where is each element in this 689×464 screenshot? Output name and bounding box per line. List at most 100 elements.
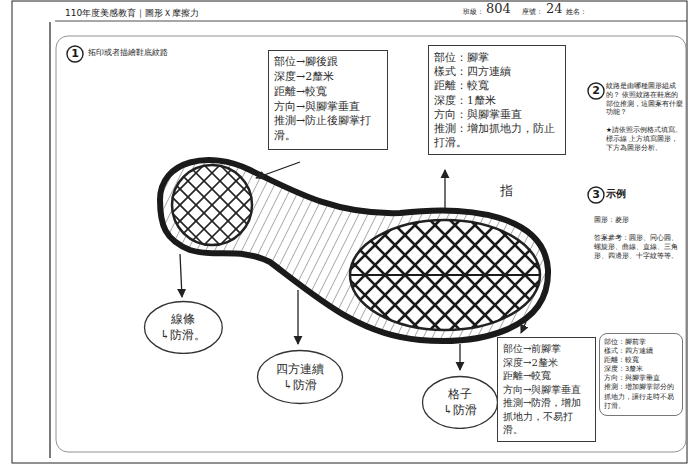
hatch-line bbox=[12, 150, 112, 350]
section-number: 2 bbox=[590, 83, 602, 99]
answer-line: 方向：與腳掌垂直 bbox=[604, 374, 678, 383]
answer-line: 深度→2釐米 bbox=[503, 356, 590, 370]
hatch-line bbox=[0, 150, 40, 350]
hatch-line bbox=[246, 150, 346, 350]
hatch-line bbox=[84, 150, 184, 350]
leader-line bbox=[459, 344, 460, 370]
pattern-line bbox=[590, 220, 689, 330]
leader-line bbox=[256, 162, 300, 178]
number-circle bbox=[588, 83, 604, 99]
margin-line bbox=[49, 22, 50, 458]
leader-line bbox=[521, 322, 526, 333]
answer-line: 方向→與腳掌垂直 bbox=[274, 100, 382, 115]
leader-line bbox=[444, 170, 445, 208]
forefoot-pad bbox=[350, 220, 540, 330]
sole-hatch bbox=[0, 150, 689, 350]
answer-box: 部位：腳掌樣式：四方連續距離：較寬深度：1釐米方向：與腳掌垂直推測：增加抓地力，… bbox=[428, 45, 566, 155]
hatch-line bbox=[0, 150, 31, 350]
leader-line bbox=[180, 254, 182, 297]
field-label: 座號： bbox=[522, 8, 543, 17]
forefoot-pattern bbox=[190, 220, 689, 330]
answer-line: 樣式：四方連續 bbox=[604, 347, 678, 356]
answer-line: 方向→與腳掌垂直 bbox=[503, 383, 590, 397]
hatch-line bbox=[165, 150, 265, 350]
hatch-line bbox=[75, 150, 175, 350]
answer-line: 推測：增加腳掌部分的抓地力，讓行走時不易打滑。 bbox=[604, 383, 678, 410]
answer-line: 部位：腳掌 bbox=[434, 50, 560, 64]
pattern-line bbox=[236, 165, 316, 245]
shape-circle: 四方連續↳防滑 bbox=[256, 349, 344, 405]
hatch-line bbox=[0, 150, 76, 350]
answer-line: 樣式：四方連續 bbox=[434, 64, 560, 78]
leader-line bbox=[297, 290, 298, 344]
number-circle bbox=[588, 187, 604, 203]
shape-circle: 線條↳防滑。 bbox=[143, 300, 224, 355]
hatch-line bbox=[30, 150, 130, 350]
instruction-text: ★請依照示例格式填寫。 標示線 上方填寫圖形， 下方為圖形分析。 bbox=[606, 126, 684, 152]
work-frame bbox=[56, 36, 686, 452]
pattern-line bbox=[172, 165, 252, 245]
pattern-line bbox=[108, 165, 188, 245]
example-box: 部位：腳前掌樣式：四方連續距離：較寬深度：3釐米方向：與腳掌垂直推測：增加腳掌部… bbox=[599, 333, 683, 416]
answer-line: 推測→防止後腳掌打滑。 bbox=[274, 114, 382, 144]
hatch-line bbox=[0, 150, 49, 350]
answer-line: 深度：3釐米 bbox=[604, 365, 678, 374]
sole-outline bbox=[160, 160, 548, 341]
hatch-line bbox=[0, 150, 94, 350]
answer-line: 距離→較寬 bbox=[503, 369, 590, 383]
answer-line: 深度：1釐米 bbox=[434, 93, 560, 107]
pattern-line bbox=[204, 165, 284, 245]
shape-circle: 格子↳防滑 bbox=[421, 375, 499, 430]
handwritten-entry: 24 bbox=[546, 0, 563, 18]
circle-outline bbox=[144, 301, 222, 353]
circle-text: ↳防滑。 bbox=[160, 327, 206, 343]
answer-line: 距離→較寬 bbox=[274, 85, 382, 100]
answer-line: 深度→2釐米 bbox=[274, 70, 382, 85]
pattern-line bbox=[236, 165, 316, 245]
handwritten-entry: 804 bbox=[486, 0, 511, 18]
circle-text: 格子 bbox=[448, 386, 472, 402]
pattern-line bbox=[108, 165, 188, 245]
hatch-line bbox=[0, 150, 13, 350]
hatch-line bbox=[0, 150, 67, 350]
header-rule bbox=[55, 21, 687, 22]
hatch-line bbox=[39, 150, 139, 350]
shoe-sole bbox=[0, 150, 689, 350]
answer-line: 距離：較寬 bbox=[434, 78, 560, 92]
circle-outline-svg bbox=[421, 375, 499, 430]
hatch-line bbox=[57, 150, 157, 350]
hatch-line bbox=[66, 150, 166, 350]
section-number: 3 bbox=[590, 187, 602, 203]
pattern-line bbox=[204, 165, 284, 245]
circle-text: 四方連續 bbox=[276, 361, 324, 377]
handwritten-note: 指 bbox=[500, 182, 513, 200]
hatch-line bbox=[0, 150, 85, 350]
answer-box: 部位→前腳掌深度→2釐米距離→較寬方向→與腳掌垂直推測→防滑，增加抓地力，不易打… bbox=[497, 337, 596, 442]
circle-outline bbox=[423, 376, 498, 428]
circle-text: ↳防滑 bbox=[283, 377, 317, 393]
section-heading: 拓印或者描繪鞋底紋路 bbox=[88, 48, 168, 59]
leader-lines bbox=[180, 162, 526, 370]
answer-line: 部位→前腳掌 bbox=[503, 342, 590, 356]
page-border bbox=[12, 1, 687, 463]
hatch-line bbox=[0, 150, 58, 350]
answer-line: 部位→腳後跟 bbox=[274, 55, 382, 70]
pattern-line bbox=[188, 165, 268, 245]
hatch-line bbox=[48, 150, 148, 350]
hatch-line bbox=[0, 150, 22, 350]
circle-text: 線條 bbox=[171, 311, 195, 327]
number-circle bbox=[67, 46, 83, 62]
circle-outline-svg bbox=[143, 300, 224, 355]
heel-pattern bbox=[92, 165, 332, 245]
pattern-line bbox=[140, 165, 220, 245]
pattern-line bbox=[350, 274, 540, 276]
hatch-line bbox=[588, 150, 688, 350]
circle-outline bbox=[258, 351, 343, 404]
pattern-line bbox=[172, 165, 252, 245]
field-label: 班級： bbox=[463, 8, 484, 17]
answer-box: 部位→腳後跟深度→2釐米距離→較寬方向→與腳掌垂直推測→防止後腳掌打滑。 bbox=[268, 50, 388, 150]
answer-line: 部位：腳前掌 bbox=[604, 338, 678, 347]
answer-line: 推測：增加抓地力，防止打滑。 bbox=[434, 121, 560, 149]
circle-text: ↳防滑 bbox=[443, 402, 477, 418]
answer-line: 距離：較寬 bbox=[604, 356, 678, 365]
